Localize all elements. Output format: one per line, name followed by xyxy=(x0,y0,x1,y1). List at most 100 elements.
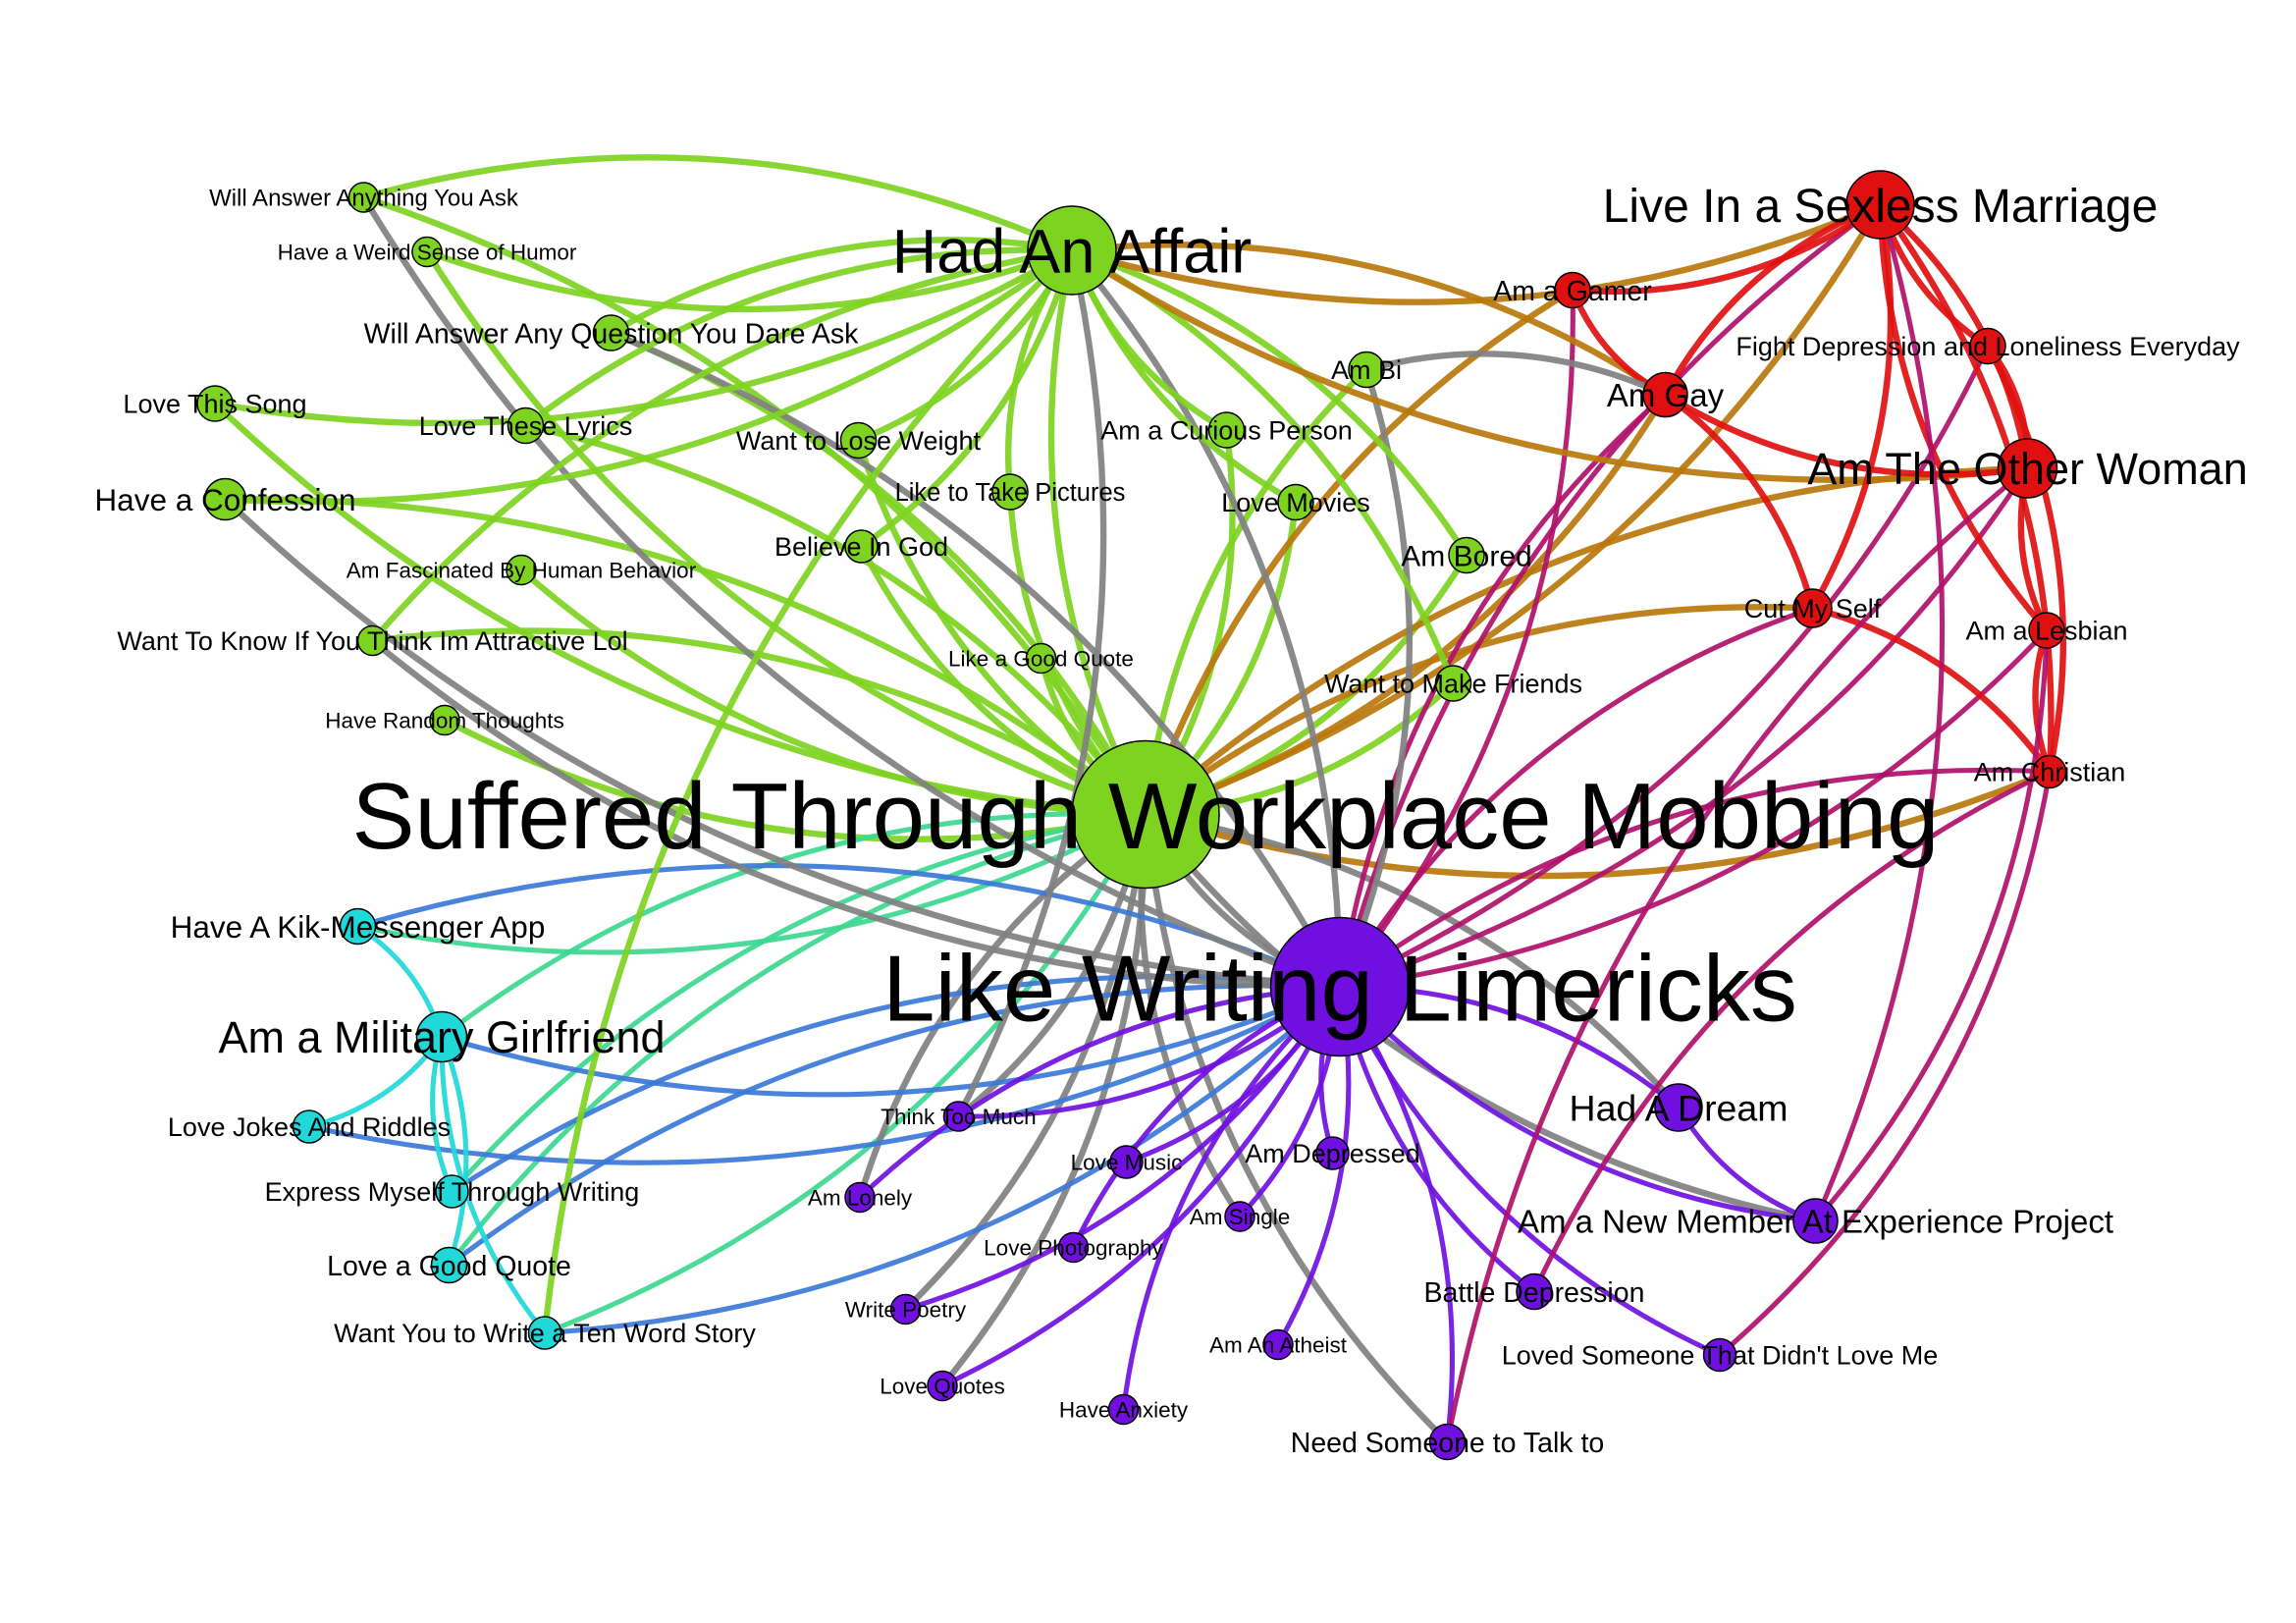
node-battle[interactable] xyxy=(1516,1272,1553,1311)
node-god[interactable] xyxy=(844,529,879,564)
edge-limericks-lonely xyxy=(857,984,1343,1201)
edge-limericks-affair xyxy=(1068,246,1344,991)
node-poetry[interactable] xyxy=(889,1293,922,1325)
node-gamer[interactable] xyxy=(1554,271,1591,309)
node-label-kik: Have A Kik-Messenger App xyxy=(171,909,546,945)
edge-layer xyxy=(211,154,2066,1445)
node-random[interactable] xyxy=(429,704,460,736)
node-label-talkto: Need Someone to Talk to xyxy=(1291,1428,1605,1459)
node-tenword[interactable] xyxy=(527,1316,562,1350)
edge-limericks-talkto xyxy=(1337,984,1455,1445)
edge-limericks-lesbian xyxy=(1337,627,2050,990)
edge-mobbing-gamer xyxy=(1142,287,1576,818)
node-pictures[interactable] xyxy=(991,473,1029,511)
node-depressed[interactable] xyxy=(1315,1136,1350,1170)
edge-affair-friends xyxy=(1068,246,1457,687)
edge-affair-tenword xyxy=(541,246,1076,1336)
edge-affair-attractive xyxy=(369,246,1076,644)
node-talkto[interactable] xyxy=(1428,1423,1467,1461)
edge-limericks-tenword xyxy=(542,984,1343,1336)
node-label-lonely: Am Lonely xyxy=(808,1186,913,1211)
node-single[interactable] xyxy=(1224,1201,1255,1232)
node-label-anxiety: Have Anxiety xyxy=(1059,1398,1189,1423)
node-atheist[interactable] xyxy=(1262,1328,1294,1361)
node-christian[interactable] xyxy=(2032,754,2067,789)
node-curious[interactable] xyxy=(1207,411,1246,449)
edge-christian-lovedsomeone xyxy=(1717,769,2053,1358)
node-anxiety[interactable] xyxy=(1107,1393,1140,1426)
edge-mobbing-cutmyself xyxy=(1142,604,1816,818)
node-bi[interactable] xyxy=(1348,351,1385,389)
node-otherwoman[interactable] xyxy=(1997,438,2058,499)
edge-affair-lovesong xyxy=(211,246,1076,427)
node-lonely[interactable] xyxy=(844,1181,876,1214)
node-friends[interactable] xyxy=(1434,665,1472,702)
node-lovedsomeone[interactable] xyxy=(1702,1337,1737,1373)
node-label-atheist: Am An Atheist xyxy=(1209,1333,1348,1358)
node-lesbian[interactable] xyxy=(2028,612,2065,649)
node-label-gamer: Am a Gamer xyxy=(1493,276,1652,307)
edge-mobbing-attractive xyxy=(369,627,1149,818)
edge-limericks-gay xyxy=(1337,392,1669,990)
node-mobbing[interactable] xyxy=(1071,739,1220,890)
node-label-willanswer: Will Answer Anything You Ask xyxy=(209,186,519,212)
edge-limericks-military xyxy=(439,984,1343,1098)
edge-sexless-newmember xyxy=(1812,201,1946,1224)
node-loseweight[interactable] xyxy=(839,421,878,460)
node-newmember[interactable] xyxy=(1792,1198,1839,1244)
node-cutmyself[interactable] xyxy=(1792,588,1833,628)
node-fascinated[interactable] xyxy=(506,554,537,586)
node-lovesong[interactable] xyxy=(196,385,234,422)
node-label-fightdep: Fight Depression and Loneliness Everyday xyxy=(1735,332,2240,361)
edge-limericks-quotes xyxy=(939,984,1343,1389)
node-dareask[interactable] xyxy=(592,314,630,352)
edge-mobbing-tenword xyxy=(542,811,1148,1336)
edge-mobbing-confession xyxy=(222,496,1149,818)
edge-mobbing-affair xyxy=(1047,246,1149,818)
node-label-quotes: Love Quotes xyxy=(880,1375,1005,1399)
node-photography[interactable] xyxy=(1057,1231,1090,1264)
node-fightdep[interactable] xyxy=(1969,327,2006,365)
node-dream[interactable] xyxy=(1654,1083,1703,1132)
node-movies[interactable] xyxy=(1277,483,1314,521)
node-label-dareask: Will Answer Any Question You Dare Ask xyxy=(364,318,860,350)
node-lovegoodquote[interactable] xyxy=(430,1246,468,1284)
node-attractive[interactable] xyxy=(356,624,389,657)
edge-affair-confession xyxy=(222,246,1076,506)
node-bored[interactable] xyxy=(1448,536,1485,574)
node-limericks[interactable] xyxy=(1269,916,1411,1057)
edge-cutmyself-christian xyxy=(1809,605,2054,776)
edge-limericks-expresswriting xyxy=(449,973,1343,1195)
node-expresswriting[interactable] xyxy=(435,1174,469,1209)
node-military[interactable] xyxy=(415,1010,468,1063)
edge-christian-battle xyxy=(1531,769,2053,1295)
node-affair[interactable] xyxy=(1027,205,1117,296)
node-label-sexless: Live In a Sexless Marriage xyxy=(1603,181,2159,233)
edge-mobbing-expresswriting xyxy=(449,811,1148,1195)
node-gay[interactable] xyxy=(1642,371,1688,418)
edge-sexless-gamer xyxy=(1569,201,1884,296)
edge-otherwoman-talkto xyxy=(1444,465,2031,1445)
node-label-mobbing: Suffered Through Workplace Mobbing xyxy=(352,764,1940,869)
node-confession[interactable] xyxy=(203,477,247,521)
node-willanswer[interactable] xyxy=(347,182,380,213)
node-label-photography: Love Photography xyxy=(984,1236,1163,1261)
edge-limericks-poetry xyxy=(902,984,1343,1313)
edge-affair-otherwoman xyxy=(1068,246,2031,483)
node-sexless[interactable] xyxy=(1845,170,1915,240)
node-quotes[interactable] xyxy=(927,1370,958,1402)
node-lyrics[interactable] xyxy=(507,406,545,445)
node-music[interactable] xyxy=(1109,1145,1144,1179)
node-jokes[interactable] xyxy=(292,1109,327,1144)
node-label-limericks: Like Writing Limericks xyxy=(882,937,1797,1042)
node-kik[interactable] xyxy=(339,907,377,946)
node-label-depressed: Am Depressed xyxy=(1245,1139,1420,1168)
node-thinktoo[interactable] xyxy=(942,1101,975,1132)
edge-mobbing-weirdhumor xyxy=(423,248,1149,818)
node-weirdhumor[interactable] xyxy=(411,236,443,268)
edge-limericks-willanswer xyxy=(360,193,1344,991)
node-label-attractive: Want To Know If You Think Im Attractive … xyxy=(117,626,627,656)
node-goodquote[interactable] xyxy=(1025,642,1057,675)
